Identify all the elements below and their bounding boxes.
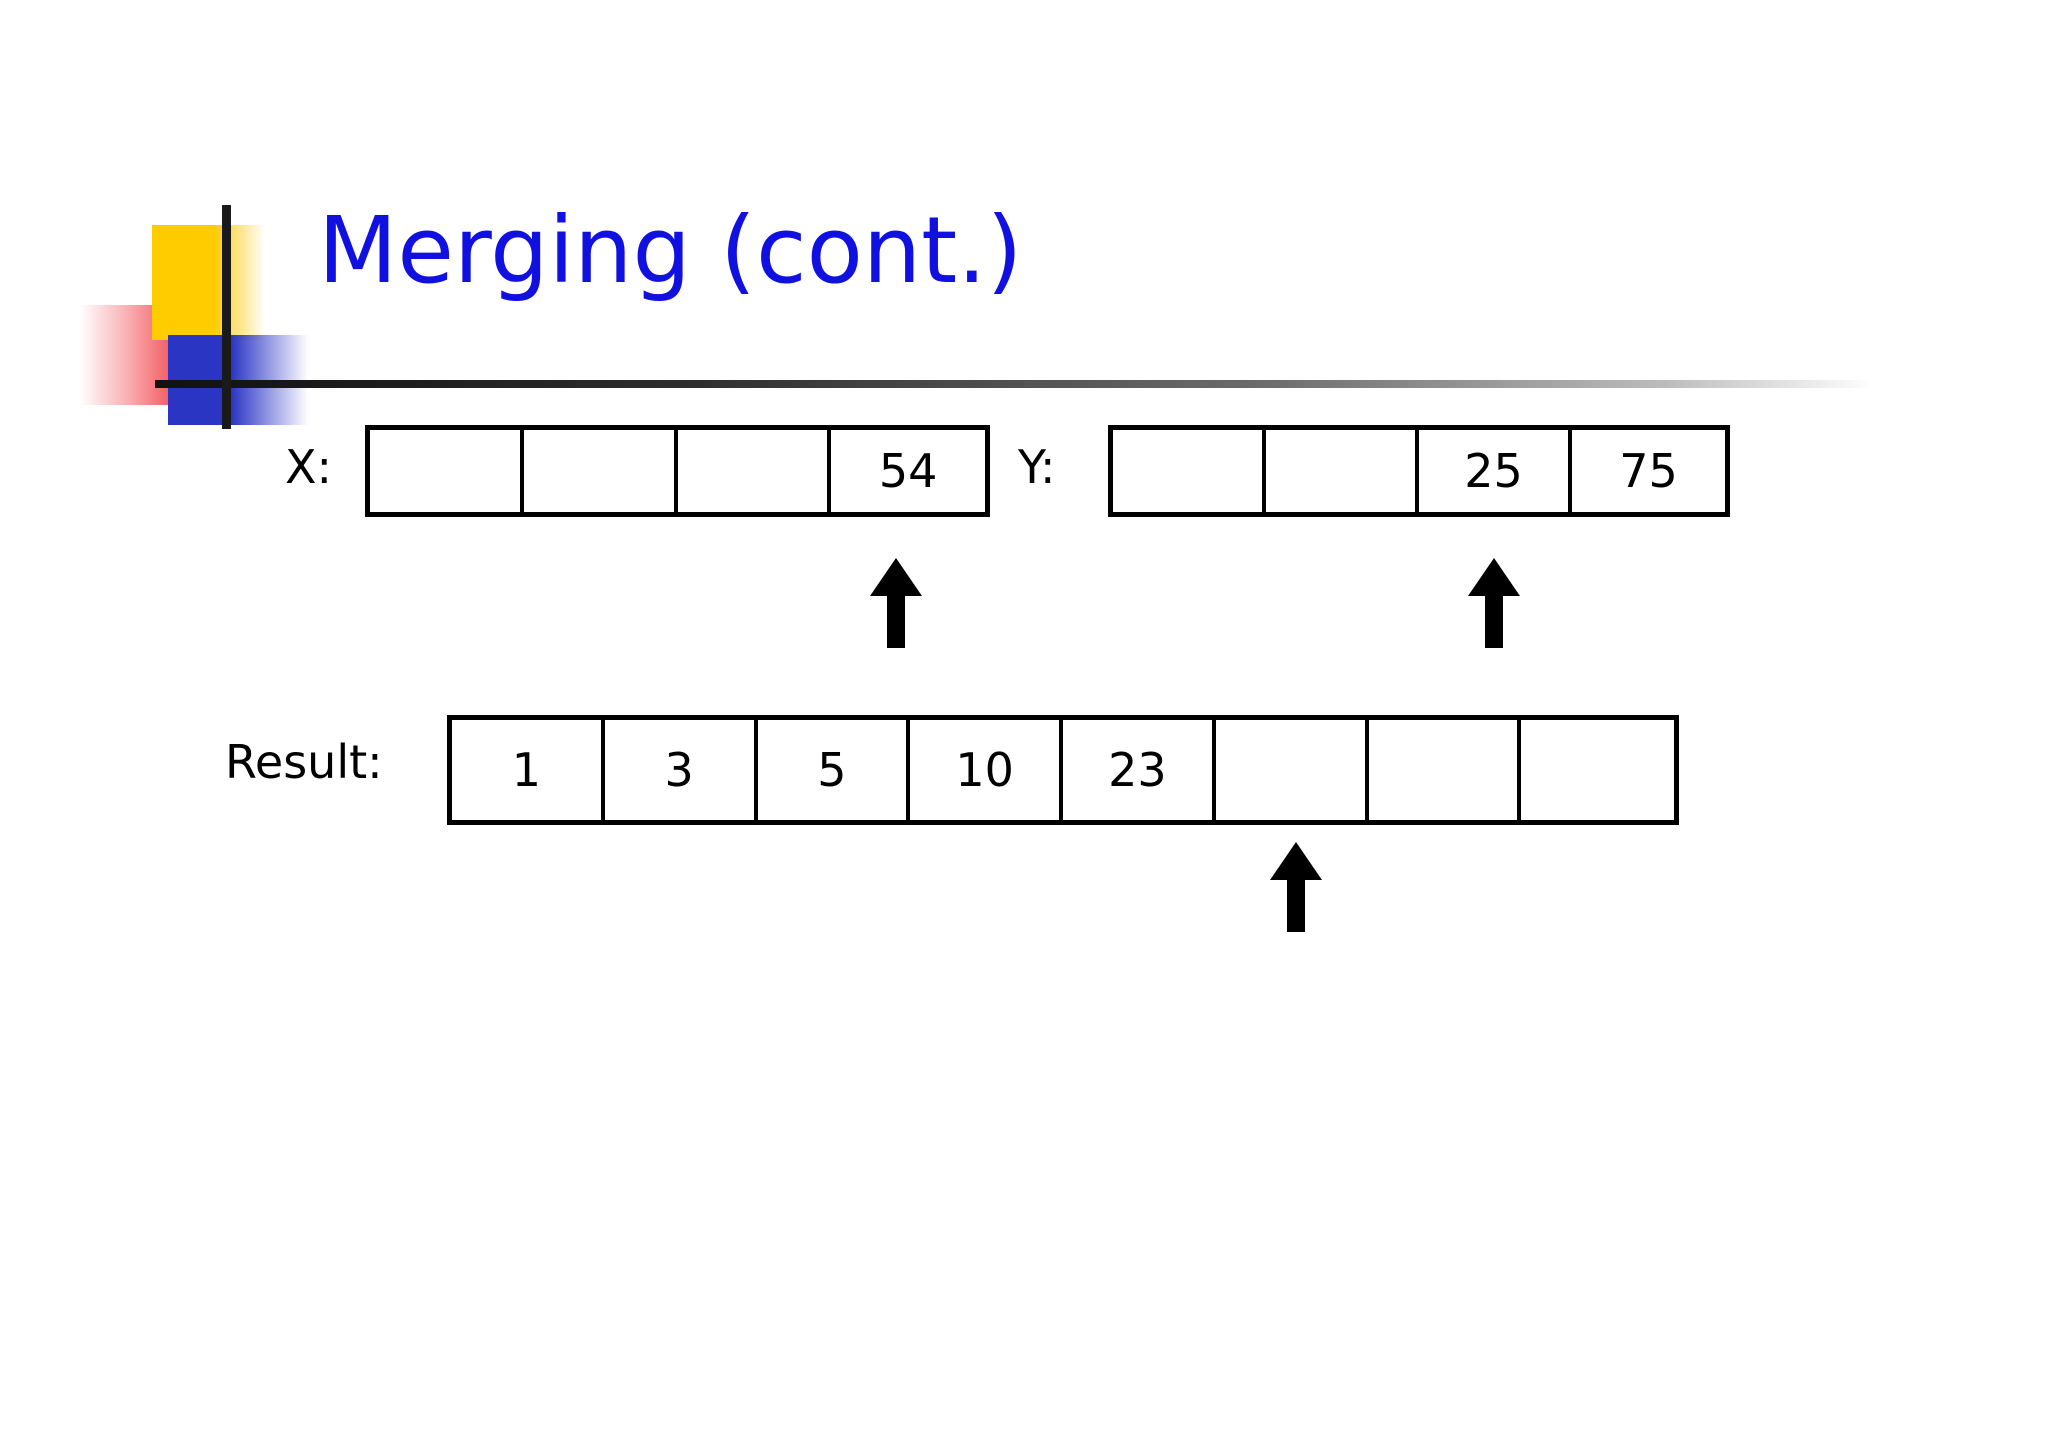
result-array-cell: 1 xyxy=(452,720,605,820)
y-array-cell xyxy=(1113,430,1266,512)
result-array-cell: 3 xyxy=(605,720,758,820)
logo-yellow-square xyxy=(152,225,265,340)
y-array-label: Y: xyxy=(1018,440,1056,494)
x-array-cell: 54 xyxy=(878,444,938,498)
result-array-cell xyxy=(1369,720,1522,820)
result-array-label: Result: xyxy=(225,735,383,789)
y-array-cell xyxy=(1266,430,1419,512)
result-array-cell xyxy=(1521,720,1674,820)
result-array-cell: 23 xyxy=(1063,720,1216,820)
logo-horizontal-rule xyxy=(155,380,1875,388)
logo-vertical-rule xyxy=(222,205,231,429)
slide-title: Merging (cont.) xyxy=(318,197,1023,304)
result-array-cell xyxy=(1216,720,1369,820)
y-array-cell: 25 xyxy=(1419,430,1572,512)
x-array-label: X: xyxy=(285,440,333,494)
result-array: 1 3 5 10 23 xyxy=(447,715,1679,825)
x-array-cell xyxy=(678,430,832,512)
result-array-cell: 10 xyxy=(910,720,1063,820)
y-array-cell: 75 xyxy=(1619,444,1678,498)
x-array-cell xyxy=(370,430,524,512)
x-array: 54 xyxy=(365,425,990,517)
result-pointer-up-arrow-icon xyxy=(1270,842,1322,932)
x-pointer-up-arrow-icon xyxy=(870,558,922,648)
x-array-cell xyxy=(524,430,678,512)
result-array-cell: 5 xyxy=(758,720,911,820)
y-pointer-up-arrow-icon xyxy=(1468,558,1520,648)
y-array: 25 75 xyxy=(1108,425,1730,517)
slide-header: Merging (cont.) xyxy=(0,0,2048,429)
